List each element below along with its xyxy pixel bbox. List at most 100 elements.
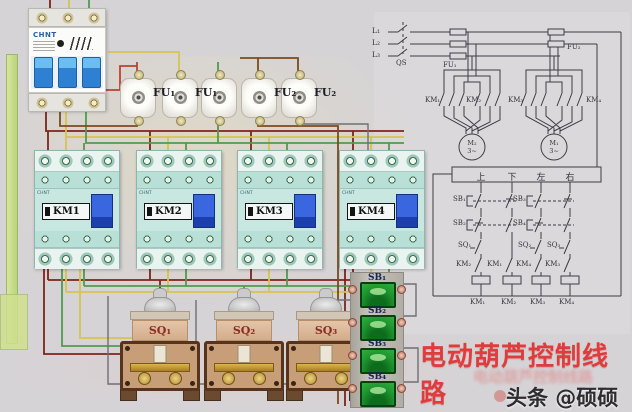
button-contact-label: SB₄ <box>513 219 526 227</box>
motor-name: M₂ <box>467 139 477 147</box>
corner-screw <box>209 381 214 386</box>
limit-switch-feet <box>120 389 200 401</box>
contactor-label-chip <box>248 207 253 216</box>
contactor-label: KM1 <box>42 203 90 220</box>
watermark-logo-dot <box>494 390 506 402</box>
contactor-body: CHNT KM2 <box>137 189 221 231</box>
contactor-upper-screws <box>340 172 424 189</box>
interlock-label: KM₁ <box>487 260 503 268</box>
contactor-coil-window <box>91 194 113 228</box>
fuse-label: FU₂ <box>274 86 297 99</box>
corner-screw <box>125 346 130 351</box>
contactor-upper-screws <box>238 172 322 189</box>
contactor-body: CHNT KM3 <box>238 189 322 231</box>
main-contact-label: KM₃ <box>508 96 524 104</box>
fuse-cap <box>292 91 306 104</box>
contactor-lower-screws <box>35 231 119 248</box>
fuse-4 <box>241 70 277 126</box>
limit-contact-label: SQ₃ <box>547 241 561 249</box>
phase-label-l1: L₁ <box>372 26 380 35</box>
contactor-km1: CHNT KM1 <box>34 150 120 269</box>
contactor-label-text: KM1 <box>53 206 80 217</box>
fuse-label: FU₂ <box>314 86 337 99</box>
limit-switch-plunger <box>319 345 333 363</box>
interlock-label: KM₃ <box>545 260 561 268</box>
limit-switch-terminal <box>253 372 266 385</box>
limit-switch-bar <box>130 363 190 372</box>
fuse-bottom-screw <box>134 116 144 126</box>
limit-switch-body <box>204 341 284 391</box>
contactor-label: KM3 <box>245 203 293 220</box>
terminal-screw <box>397 318 406 327</box>
button-cell-sb3: SB₃ <box>348 339 406 374</box>
limit-switch-label: SQ₁ <box>132 320 188 341</box>
limit-switch-plunger <box>153 345 167 363</box>
breaker-top-terminals <box>28 8 106 27</box>
button-contact-label: SB₁ <box>453 195 466 203</box>
fuse-2 <box>162 70 198 126</box>
fuse-cap <box>252 91 266 104</box>
contactor-bottom-terminals <box>137 248 221 269</box>
contactor-label: KM2 <box>144 203 192 220</box>
button-cell-sb1: SB₁ <box>348 273 406 308</box>
limit-switch-label: SQ₂ <box>216 320 272 341</box>
contactor-label-text: KM4 <box>358 206 385 217</box>
motor-phase: 3~ <box>467 147 477 155</box>
pushbutton-sb1 <box>360 282 396 308</box>
motor-phase: 3~ <box>549 147 559 155</box>
limit-switch-terminal <box>304 372 317 385</box>
fuse-bottom-screw <box>176 116 186 126</box>
coil-label: KM₂ <box>501 298 517 306</box>
button-highlight <box>370 387 386 394</box>
page-title-ghost: 电动葫芦控制线路 <box>472 368 593 386</box>
main-contact-label: KM₂ <box>466 96 482 104</box>
contactor-km2: CHNT KM2 <box>136 150 222 269</box>
contactor-top-terminals <box>238 151 322 172</box>
fuse-label: FU₁ <box>195 86 218 99</box>
contactor-upper-screws <box>137 172 221 189</box>
schematic-lines <box>388 22 622 297</box>
main-contact-label: KM₄ <box>586 96 602 104</box>
breaker-trip-curve-mark <box>69 37 93 50</box>
fuse-top-screw <box>215 70 225 80</box>
limit-switch-terminal <box>335 372 348 385</box>
interlock-label: KM₂ <box>456 260 472 268</box>
contactor-label-chip <box>350 207 355 216</box>
terminal-screw <box>348 384 357 393</box>
contactor-bottom-terminals <box>35 248 119 269</box>
terminal-screw <box>397 351 406 360</box>
terminal-screw <box>348 318 357 327</box>
direction-right: 右 <box>565 173 575 183</box>
button-highlight <box>370 354 386 361</box>
contactor-lower-screws <box>340 231 424 248</box>
pushbutton-sb4 <box>360 381 396 407</box>
button-strip: SB₁ SB₂ SB₃ SB₄ <box>348 272 406 408</box>
button-highlight <box>370 288 386 295</box>
fuse-top-screw <box>255 70 265 80</box>
button-contact-label: SB₃ <box>513 195 526 203</box>
button-label: SB₃ <box>367 339 387 349</box>
corner-screw <box>209 346 214 351</box>
breaker-body: CHNT <box>28 27 106 93</box>
limit-switch-flange <box>130 311 190 320</box>
disconnect-label: QS <box>396 59 407 67</box>
button-label: SB₂ <box>367 306 387 316</box>
fuse-top-screw <box>134 70 144 80</box>
limit-switch-terminal <box>138 372 151 385</box>
contactor-label-text: KM3 <box>256 206 283 217</box>
limit-switch-sq2: SQ₂ <box>202 288 286 401</box>
contactor-brand: CHNT <box>37 191 50 196</box>
corner-screw <box>291 346 296 351</box>
limit-switch-terminal <box>169 372 182 385</box>
contactor-coil-window <box>396 194 418 228</box>
contactor-coil-window <box>294 194 316 228</box>
contactor-brand: CHNT <box>342 191 355 196</box>
brown-wires <box>59 57 339 404</box>
contactor-label-text: KM2 <box>155 206 182 217</box>
contactor-km4: CHNT KM4 <box>339 150 425 269</box>
contactor-label-chip <box>147 207 152 216</box>
pushbutton-sb3 <box>360 348 396 374</box>
button-contact-label: SB₂ <box>453 219 466 227</box>
contactor-coil-window <box>193 194 215 228</box>
